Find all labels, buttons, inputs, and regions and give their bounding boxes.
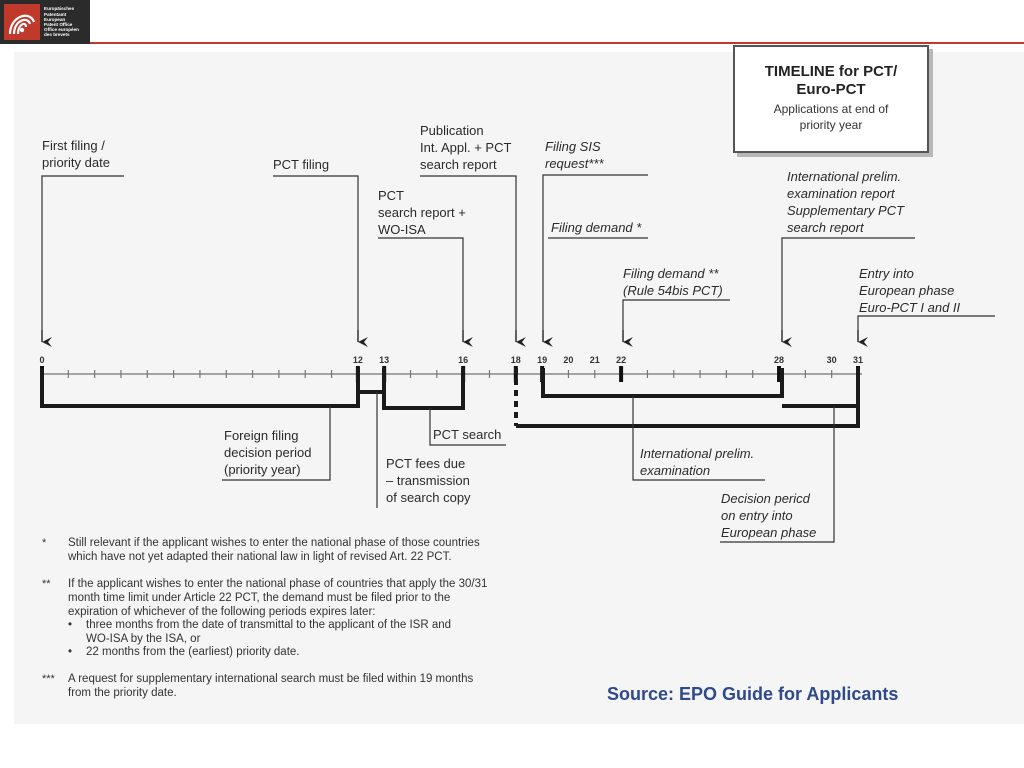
label-pct-fees: PCT fees due – transmission of search co… xyxy=(386,456,471,505)
pct-filing-connector xyxy=(273,175,359,330)
logo-text: Europäisches Patentamt European Patent O… xyxy=(44,6,79,37)
label-filing-sis: Filing SIS request*** xyxy=(545,139,604,171)
decision-connector xyxy=(720,406,835,543)
label-first-filing: First filing / priority date xyxy=(42,138,110,170)
entry-ep-connector xyxy=(857,315,995,330)
period-brackets xyxy=(40,368,860,428)
pct-search-connector xyxy=(429,408,506,446)
intl-prelim-connector xyxy=(632,396,765,481)
publication-connector xyxy=(420,175,517,330)
tick-label: 20 xyxy=(563,355,574,365)
label-pct-filing: PCT filing xyxy=(273,157,330,172)
footnote-mark: ** xyxy=(42,578,51,590)
bullet-text: three months from the date of transmitta… xyxy=(86,619,452,645)
footnote-text: Still relevant if the applicant wishes t… xyxy=(68,537,480,563)
filing-sis-connector xyxy=(542,174,648,330)
tick-label: 19 xyxy=(537,355,548,365)
tick-label: 13 xyxy=(379,355,390,365)
bracket-pct-search xyxy=(382,368,465,410)
footnote-mark: * xyxy=(42,537,47,549)
tick-label: 12 xyxy=(352,355,363,365)
logo-line: Europäisches xyxy=(44,6,75,12)
footnote-text: If the applicant wishes to enter the nat… xyxy=(68,578,488,618)
timeline-title-box: TIMELINE for PCT/ Euro-PCT Applications … xyxy=(733,45,929,153)
period-connectors xyxy=(222,392,835,543)
label-intl-prelim: International prelim. examination xyxy=(640,446,755,478)
logo-line: des brevets xyxy=(44,32,70,38)
footnote-3: *** A request for supplementary internat… xyxy=(0,672,600,702)
foreign-filing-connector xyxy=(222,406,331,481)
footnote-mark: *** xyxy=(42,673,55,685)
epo-logo-icon xyxy=(4,4,40,40)
timeline-subtitle: Applications at end of priority year xyxy=(773,102,889,132)
label-publication: Publication Int. Appl. + PCT search repo… xyxy=(420,123,512,172)
tick-label: 18 xyxy=(510,355,521,365)
label-iper: International prelim. examination report… xyxy=(787,169,905,235)
footnote-1: * Still relevant if the applicant wishes… xyxy=(0,536,1024,566)
tick-label: 21 xyxy=(589,355,600,365)
label-filing-demand: Filing demand * xyxy=(551,220,642,235)
bracket-pct-fees xyxy=(356,368,386,394)
first-filing-connector xyxy=(41,175,124,330)
bullet-symbol: • xyxy=(68,619,73,631)
bullet-symbol: • xyxy=(68,646,73,658)
tick-label: 31 xyxy=(852,355,864,365)
logo-line: Office européen xyxy=(44,27,79,33)
logo-line: Patentamt xyxy=(44,11,67,17)
tick-label: 16 xyxy=(458,355,469,365)
slide-header: Europäisches Patentamt European Patent O… xyxy=(0,0,1024,46)
tick-label: 28 xyxy=(774,355,785,365)
tick-label: 30 xyxy=(826,355,837,365)
logo-line: Patent Office xyxy=(44,22,73,27)
bullet-text: 22 months from the (earliest) priority d… xyxy=(86,646,300,658)
epo-logo: Europäisches Patentamt European Patent O… xyxy=(0,0,90,44)
bracket-intl-prelim xyxy=(541,368,784,398)
source-citation: Source: EPO Guide for Applicants xyxy=(607,684,899,704)
label-search-report: PCT search report + WO-ISA xyxy=(378,188,466,237)
filing-demand-54bis-connector xyxy=(622,299,730,330)
logo-line: European xyxy=(44,16,66,22)
tick-label: 0 xyxy=(39,355,45,365)
label-foreign-filing: Foreign filing decision period (priority… xyxy=(224,428,312,477)
label-entry-ep: Entry into European phase Euro-PCT I and… xyxy=(859,266,961,315)
callout-lines xyxy=(41,174,995,330)
label-decision-period: Decision pericd on entry into European p… xyxy=(721,491,817,540)
timeline-figure xyxy=(14,52,1024,724)
bracket-18-31 xyxy=(516,406,860,428)
label-filing-demand-54bis: Filing demand ** (Rule 54bis PCT) xyxy=(623,266,723,298)
tick-label: 22 xyxy=(616,355,627,365)
timeline-title: TIMELINE for PCT/ Euro-PCT xyxy=(764,63,898,98)
event-arrows xyxy=(41,330,868,347)
iper-connector xyxy=(781,237,915,330)
footnote-2: ** If the applicant wishes to enter the … xyxy=(0,577,1024,667)
label-pct-search: PCT search xyxy=(433,427,502,442)
search-report-connector xyxy=(378,237,464,330)
footnote-text: A request for supplementary internationa… xyxy=(68,673,474,699)
header-divider xyxy=(90,42,1024,44)
